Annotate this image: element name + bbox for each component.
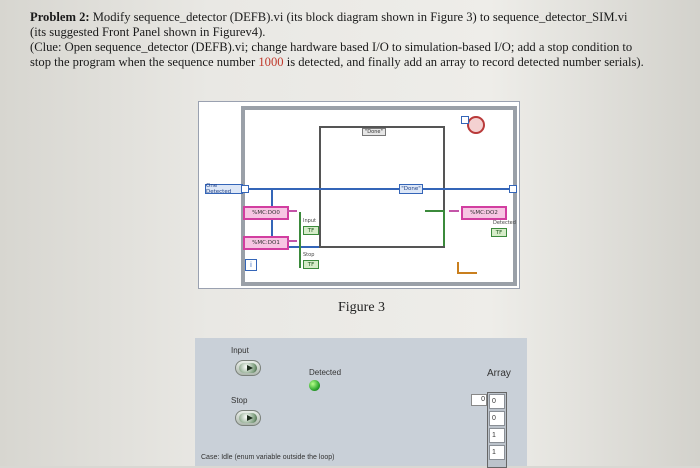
problem-heading: Problem 2: xyxy=(30,10,90,24)
array-element: 1 xyxy=(489,428,505,443)
fp-stop-label: Stop xyxy=(231,396,248,405)
detected-led xyxy=(309,380,320,391)
detected-label: Detected xyxy=(493,220,516,226)
stop-indicator: TF xyxy=(303,260,319,269)
figure-caption: Figure 3 xyxy=(338,300,386,315)
array-element: 1 xyxy=(489,445,505,460)
case-structure xyxy=(319,126,445,248)
fp-footer-note: Case: Idle (enum variable outside the lo… xyxy=(201,454,335,461)
detected-indicator: TF xyxy=(491,228,507,237)
array-index-control[interactable]: 0 xyxy=(471,394,487,406)
shift-register-out xyxy=(509,185,517,193)
loop-iteration-terminal: i xyxy=(245,259,257,271)
daq-read-1: %MC:DO1 xyxy=(243,236,289,250)
sequence-number: 1000 xyxy=(258,55,284,69)
loop-stop-terminal xyxy=(467,116,485,134)
case-selector[interactable]: "Done" xyxy=(362,128,386,136)
play-arrow-icon xyxy=(247,365,253,371)
stop-switch[interactable] xyxy=(235,410,261,426)
front-panel: Input Stop Detected Array 0 0 0 1 1 Case… xyxy=(195,338,527,468)
problem-line-4: stop the program when the sequence numbe… xyxy=(30,55,644,69)
array-element: 0 xyxy=(489,411,505,426)
stop-label: Stop xyxy=(303,252,315,258)
problem-line-1: Problem 2: Modify sequence_detector (DEF… xyxy=(30,10,628,24)
problem-text: Problem 2: Modify sequence_detector (DEF… xyxy=(30,10,695,70)
input-label: Input xyxy=(303,218,316,224)
play-arrow-icon xyxy=(247,415,253,421)
daq-write-2: %MC:DO2 xyxy=(461,206,507,220)
enum-constant: One Detected xyxy=(205,183,243,195)
block-diagram: "Done" i One Detected "Done" %MC:DO0 %MC… xyxy=(198,101,520,289)
problem-line-2: (its suggested Front Panel shown in Figu… xyxy=(30,25,266,39)
shift-register-right xyxy=(461,116,469,124)
shift-register-left xyxy=(241,185,249,193)
while-loop xyxy=(241,106,517,286)
problem-line-3: (Clue: Open sequence_detector (DEFB).vi;… xyxy=(30,40,633,54)
fp-detected-label: Detected xyxy=(309,368,342,377)
daq-read-0: %MC:DO0 xyxy=(243,206,289,220)
fp-input-label: Input xyxy=(231,346,249,355)
input-indicator: TF xyxy=(303,226,319,235)
inner-enum-constant: "Done" xyxy=(399,184,423,194)
input-switch[interactable] xyxy=(235,360,261,376)
array-element: 0 xyxy=(489,394,505,409)
fp-array-label: Array xyxy=(487,368,511,379)
